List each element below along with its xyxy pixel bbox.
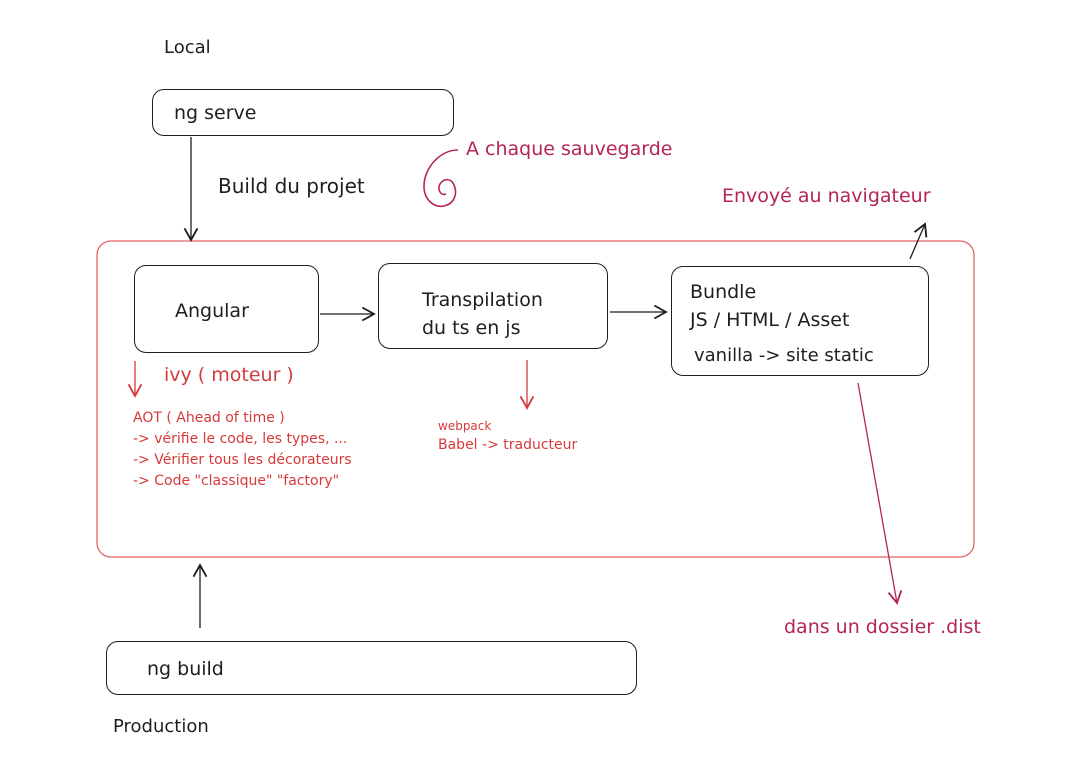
bundle-label-line1: Bundle	[690, 281, 757, 303]
aot-note-line2: -> vérifie le code, les types, ...	[133, 431, 348, 447]
ng-serve-label: ng serve	[174, 102, 257, 124]
ng-build-box: ng build	[106, 641, 637, 695]
babel-note: Babel -> traducteur	[438, 437, 578, 453]
bundle-label-line3: vanilla -> site static	[694, 345, 874, 366]
transpilation-box: Transpilation du ts en js	[378, 263, 608, 349]
aot-note-line1: AOT ( Ahead of time )	[133, 410, 285, 426]
angular-label: Angular	[175, 300, 249, 322]
spiral-icon	[423, 149, 459, 208]
build-frame	[96, 240, 975, 558]
dans-un-dossier-label: dans un dossier .dist	[784, 616, 981, 638]
envoye-au-navigateur-label: Envoyé au navigateur	[722, 185, 931, 207]
transpilation-label-line1: Transpilation	[422, 289, 543, 311]
local-label: Local	[164, 37, 211, 58]
a-chaque-sauvegarde-label: A chaque sauvegarde	[466, 138, 673, 160]
production-label: Production	[113, 716, 209, 737]
webpack-note: webpack	[438, 419, 492, 433]
bundle-label-line2: JS / HTML / Asset	[690, 309, 850, 331]
aot-note-line3: -> Vérifier tous les décorateurs	[133, 452, 352, 468]
arrow-to-navigateur	[909, 222, 928, 260]
angular-box: Angular	[134, 265, 319, 353]
arrow-bundle-to-dist	[857, 382, 903, 605]
transpilation-label-line2: du ts en js	[422, 317, 521, 339]
build-du-projet-label: Build du projet	[218, 174, 365, 198]
ivy-note: ivy ( moteur )	[164, 364, 294, 386]
ng-serve-box: ng serve	[152, 89, 454, 136]
ng-build-label: ng build	[147, 658, 224, 680]
bundle-box: Bundle JS / HTML / Asset vanilla -> site…	[671, 266, 929, 376]
aot-note-line4: -> Code "classique" "factory"	[133, 473, 340, 489]
